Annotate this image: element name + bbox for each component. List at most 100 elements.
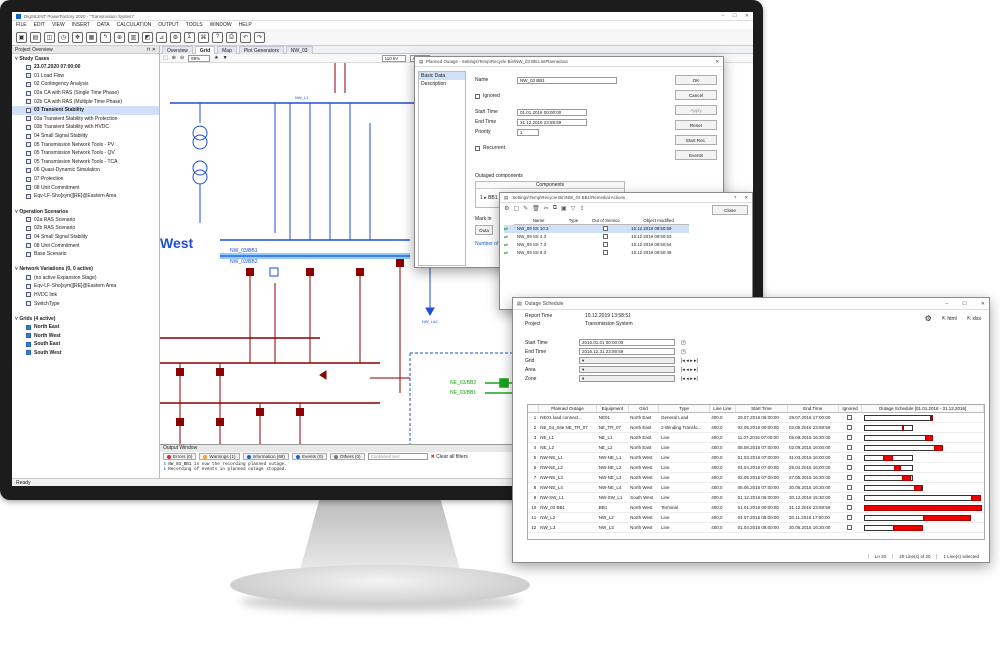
tree-item[interactable]: (no active Expansion Stage) (12, 273, 159, 282)
tree-item[interactable]: 03a Transient Stability with Protection (12, 115, 159, 124)
ignored-checkbox[interactable] (847, 445, 853, 451)
filter-icon[interactable]: ▼ (222, 55, 228, 61)
print-icon[interactable]: ⎙ (226, 31, 237, 43)
column-header[interactable]: Outage Schedule [01.01.2016 - 31.12.2016… (861, 405, 984, 413)
star-icon[interactable]: ★ (214, 55, 219, 61)
ignored-checkbox[interactable] (847, 425, 853, 431)
dialog-button-ok[interactable]: OK (675, 75, 717, 85)
start-time-input[interactable]: 2016.01.01 00:00:00 (579, 339, 675, 346)
tree-item[interactable]: HVDC link (12, 291, 159, 300)
report-icon[interactable]: ▥ (128, 31, 139, 43)
export-html-button[interactable]: ⇱ html (941, 315, 957, 322)
maximize-icon[interactable]: ☐ (732, 13, 737, 19)
script-icon[interactable]: ⌘ (198, 31, 209, 43)
tab-grid[interactable]: Grid (194, 46, 216, 54)
grid-icon[interactable]: ▦ (86, 31, 97, 43)
minimize-icon[interactable]: – (721, 13, 725, 19)
maximize-icon[interactable]: ☐ (962, 300, 967, 307)
menu-item-tools[interactable]: TOOLS (185, 22, 203, 28)
tree-item[interactable]: South East (12, 340, 159, 349)
menu-item-output[interactable]: OUTPUT (158, 22, 179, 28)
dialog-button-start-rec-[interactable]: Start Rec. (675, 135, 717, 145)
zone-select[interactable]: ▾ (579, 375, 675, 382)
tree-item[interactable]: 02b CA with RAS (Multiple Time Phase) (12, 97, 159, 106)
outage-button[interactable]: Outa (475, 225, 493, 235)
out-of-service-checkbox[interactable] (603, 250, 609, 256)
delete-icon[interactable]: 🗑 (532, 206, 540, 212)
menu-item-edit[interactable]: EDIT (33, 22, 45, 28)
edit-icon[interactable]: ✎ (523, 206, 529, 212)
tree-item[interactable]: 05 Transmission Network Tools - QV (12, 149, 159, 158)
tree-item[interactable]: North West (12, 331, 159, 340)
calc-icon[interactable]: Σ (184, 31, 195, 43)
dialog-button-apply[interactable]: Apply (675, 105, 717, 115)
column-header[interactable]: Type (658, 405, 710, 413)
filter-icon[interactable]: ▽ (570, 206, 576, 212)
tree-item[interactable]: 04 Small Signal Stability (12, 132, 159, 141)
ignored-checkbox[interactable] (847, 525, 853, 531)
dialog-button-events[interactable]: Events (675, 150, 717, 160)
voltage-select[interactable]: 110 kV (381, 54, 406, 62)
network-icon[interactable]: ◫ (44, 31, 55, 43)
nav-arrows-icon[interactable]: |◂ ◂ ▸ ▸| (681, 357, 698, 364)
zoom-select[interactable]: 88% (188, 54, 211, 62)
calendar-icon[interactable]: ◳ (681, 348, 686, 355)
ignored-checkbox[interactable] (475, 93, 480, 99)
network-variations-header[interactable]: ˅ Network Variations (0, 0 active) (15, 266, 93, 273)
dialog-button-reset[interactable]: Reset (675, 120, 717, 130)
tree-item[interactable]: 02b RAS Scenario (12, 224, 159, 233)
operation-scenarios-header[interactable]: ˅ Operation Scenarios (15, 208, 69, 215)
undo-icon[interactable]: ↶ (240, 31, 251, 43)
single-line-diagram[interactable]: West NW_03/BB1 NW_03/BB2 NW_L1 NE_03/BB2… (160, 63, 753, 444)
area-select[interactable]: ▾ (579, 366, 675, 373)
tree-item[interactable]: North East (12, 323, 159, 332)
study-cases-header[interactable]: ˅ Study Cases (15, 56, 50, 62)
tab-overview[interactable]: Overview (162, 46, 193, 54)
component-row[interactable]: 1 ▸ BB1 (480, 195, 498, 201)
column-header[interactable]: Name (514, 217, 564, 225)
menu-item-help[interactable]: HELP (238, 22, 252, 28)
tab-map[interactable]: Map (217, 46, 237, 54)
gear-icon[interactable]: ⚙ (504, 206, 510, 212)
menu-item-data[interactable]: DATA (96, 22, 110, 28)
tree-item[interactable]: 03b Transient Stability with HVDC (12, 123, 159, 132)
ignored-checkbox[interactable] (847, 495, 853, 501)
tree-item[interactable]: 08 Unit Commitment (12, 183, 159, 192)
column-header[interactable]: Equipment (596, 405, 629, 413)
column-header[interactable]: Type (563, 217, 584, 225)
grids-header[interactable]: ˅ Grids (4 active) (15, 315, 56, 322)
output-filter-button[interactable]: Events (0) (291, 453, 327, 460)
menu-item-window[interactable]: WINDOW (209, 22, 232, 28)
priority-stepper[interactable]: 1 (517, 128, 539, 136)
output-filter-button[interactable]: Information (68) (242, 453, 289, 460)
tree-item[interactable]: 06 Quasi-Dynamic Simulation (12, 166, 159, 175)
tree-item[interactable]: 03 Transient Stability (12, 105, 159, 115)
select-icon[interactable]: ⬚ (163, 55, 168, 61)
close-icon[interactable]: ✕ (980, 300, 985, 307)
minimize-icon[interactable]: – (945, 300, 949, 307)
output-filter-button[interactable]: Warnings (1) (199, 453, 240, 460)
move-icon[interactable]: ✥ (72, 31, 83, 43)
export-xlsx-button[interactable]: ⇱ xlsx (966, 315, 981, 322)
tree-item[interactable]: 07 Protection (12, 175, 159, 184)
tree-item[interactable]: 04 Small Signal Stability (12, 233, 159, 242)
cut-icon[interactable]: ✂ (543, 206, 549, 212)
clear-filters-button[interactable]: ✖ Clear all filters (431, 454, 468, 460)
column-header[interactable]: Ignored (838, 405, 863, 413)
menu-item-calculation[interactable]: CALCULATION (116, 22, 152, 28)
toggle-diagram-icon[interactable]: ▣ (16, 31, 27, 43)
ignored-checkbox[interactable] (847, 465, 853, 471)
end-time-field[interactable]: 31.12.2016 23:59:59 (517, 118, 587, 126)
close-icon[interactable]: ✕ (715, 58, 719, 64)
column-header[interactable]: Planned Outage (538, 405, 598, 413)
ignored-checkbox[interactable] (847, 455, 853, 461)
start-time-field[interactable]: 01.01.2016 00:00:00 (517, 108, 587, 116)
close-icon[interactable]: ✕ (744, 194, 748, 200)
